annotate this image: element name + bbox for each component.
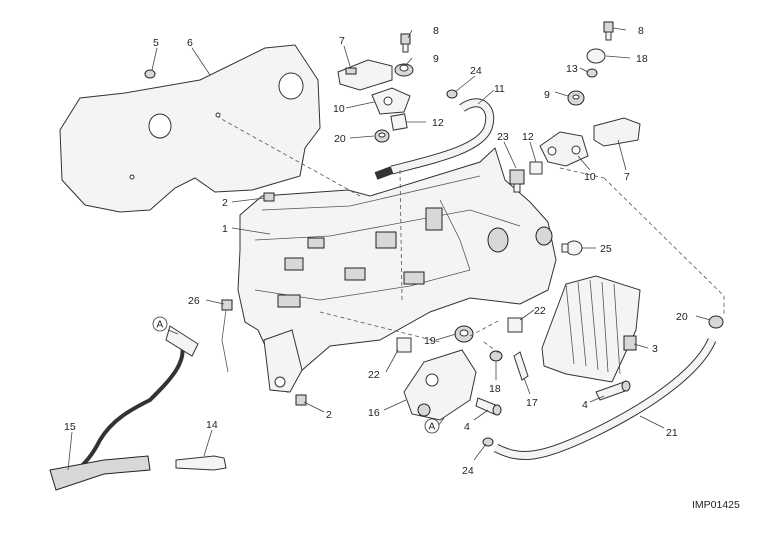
clamp-24-top (446, 89, 458, 99)
grommet-9-left (394, 63, 414, 77)
bolt-17 (513, 351, 529, 381)
oxygen-sensor-14 (175, 455, 227, 471)
relay-bracket-16 (403, 349, 477, 421)
callout-2: 2 (222, 197, 228, 209)
callout-17: 17 (526, 397, 538, 409)
assembly-guide-lines (215, 115, 725, 355)
lambda-cable-15 (49, 325, 199, 491)
callout-20: 20 (334, 133, 346, 145)
callout-12: 12 (432, 117, 444, 129)
callout-25: 25 (600, 243, 612, 255)
clip-2-bottom (295, 394, 307, 406)
callout-13: 13 (566, 63, 578, 75)
electronic-unit-3 (541, 275, 641, 383)
callout-1: 1 (222, 223, 228, 235)
cable-tie-26 (221, 299, 233, 373)
callout-3: 3 (652, 343, 658, 355)
callout-18: 18 (636, 53, 648, 65)
spacer-19 (454, 325, 474, 343)
connector-7-right (593, 117, 641, 147)
callout-14: 14 (206, 419, 218, 431)
callout-15: 15 (64, 421, 76, 433)
image-code: IMP01425 (692, 499, 740, 511)
callout-22: 22 (368, 369, 380, 381)
callout-4: 4 (582, 399, 588, 411)
clamp-20-right (708, 315, 724, 329)
callout-8: 8 (433, 25, 439, 37)
washer-13 (586, 68, 598, 78)
grommet-20-top (374, 129, 390, 143)
bolt-4-right (595, 380, 631, 401)
callout-labels: 5 6 7 8 9 10 12 20 24 11 23 12 8 18 13 9… (64, 25, 688, 477)
callout-18: 18 (489, 383, 501, 395)
bracket-10-left (371, 87, 411, 115)
callout-23: 23 (497, 131, 509, 143)
bolt-8-right (603, 21, 614, 41)
heat-shield-panel (59, 44, 321, 213)
callout-26: 26 (188, 295, 200, 307)
callout-11: 11 (494, 83, 505, 95)
callout-24: 24 (470, 65, 482, 77)
callout-16: 16 (368, 407, 380, 419)
callout-7: 7 (624, 171, 630, 183)
callout-2: 2 (326, 409, 332, 421)
callout-8: 8 (638, 25, 644, 37)
callout-24: 24 (462, 465, 474, 477)
connector-7-left (337, 59, 393, 91)
callout-6: 6 (187, 37, 193, 49)
callout-4: 4 (464, 421, 470, 433)
battery-tray-body (237, 147, 557, 393)
callout-10: 10 (584, 171, 596, 183)
bracket-10-right (539, 131, 589, 167)
clip-12-right (529, 161, 543, 175)
svg-text:A: A (429, 422, 436, 433)
clip-12-left (390, 113, 408, 131)
reference-marker-a-left: A (152, 316, 168, 332)
callout-9: 9 (544, 89, 550, 101)
fastener-5 (144, 69, 156, 79)
callout-20: 20 (676, 311, 688, 323)
callout-10: 10 (333, 103, 345, 115)
bolt-4-bottom (475, 397, 502, 416)
callout-9: 9 (433, 53, 439, 65)
push-pin-25 (561, 240, 583, 256)
drain-hose-21 (493, 338, 717, 460)
spacer-18-right (586, 48, 606, 64)
callout-22: 22 (534, 305, 546, 317)
nut-18-bottom (489, 350, 503, 362)
svg-text:A: A (157, 320, 164, 331)
callout-19: 19 (424, 335, 436, 347)
clip-22-left (396, 337, 412, 353)
grommet-9-right (567, 90, 585, 106)
clip-22-right (507, 317, 523, 333)
callout-21: 21 (666, 427, 678, 439)
leader-lines (67, 27, 711, 471)
callout-7: 7 (339, 35, 345, 47)
clamp-24-bottom (482, 437, 494, 447)
bolt-8-left (400, 33, 411, 53)
clip-2-top (263, 192, 275, 202)
callout-5: 5 (153, 37, 159, 49)
sensor-23 (509, 169, 525, 193)
callout-12: 12 (522, 131, 534, 143)
reference-marker-a-bottom: A (424, 418, 440, 434)
